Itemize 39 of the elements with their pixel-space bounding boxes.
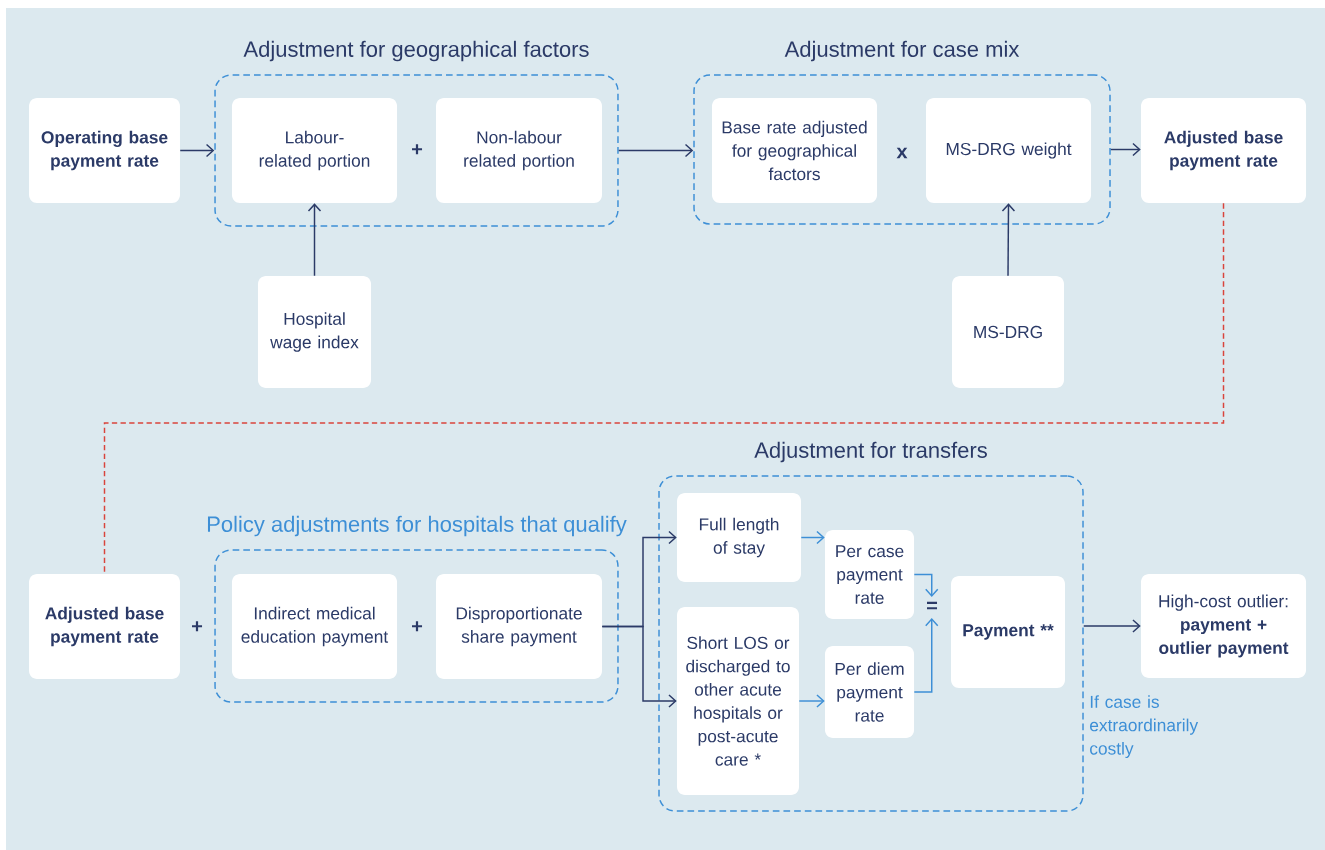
multiply-sign: x — [896, 147, 908, 159]
arrow — [617, 143, 694, 158]
arrow — [601, 625, 677, 708]
process-box: Payment ** — [951, 576, 1065, 688]
process-box: Disproportionate share payment — [436, 574, 602, 680]
process-box: Non-labour related portion — [436, 97, 602, 204]
process-box: High-cost outlier: payment + outlier payment — [1141, 574, 1307, 678]
equals-sign: = — [927, 601, 937, 610]
arrow — [1110, 142, 1141, 157]
arrow — [913, 618, 939, 693]
process-box: Per case payment rate — [825, 529, 915, 620]
connector-line — [103, 202, 1225, 575]
arrow — [913, 573, 939, 597]
note-text: If case is extraordinarily costly — [1090, 695, 1199, 759]
process-box: MS-DRG — [952, 276, 1064, 388]
arrow — [307, 203, 322, 277]
process-box: MS-DRG weight — [926, 97, 1092, 204]
arrow — [1001, 203, 1016, 277]
arrow — [179, 143, 215, 158]
process-box: Operating base payment rate — [29, 97, 180, 204]
process-box: Adjusted base payment rate — [29, 574, 180, 680]
plus-sign: + — [412, 621, 423, 632]
process-box: Adjusted base payment rate — [1141, 97, 1307, 204]
process-box: Full length of stay — [677, 493, 801, 583]
group-title: Policy adjustments for hospitals that qualify — [207, 515, 627, 537]
arrow — [798, 694, 825, 708]
process-box: Short LOS or discharged to other acute hospitals or post-acute care * — [677, 607, 799, 795]
plus-sign: + — [412, 144, 423, 155]
process-box: Labour- related portion — [231, 97, 398, 204]
group-title: Adjustment for transfers — [754, 441, 987, 463]
plus-sign: + — [192, 621, 203, 632]
process-box: Per diem payment rate — [825, 646, 915, 738]
process-box: Base rate adjusted for geographical factors — [712, 97, 878, 204]
group-title: Adjustment for geographical factors — [243, 40, 589, 62]
process-box: Indirect medical education payment — [231, 574, 398, 680]
arrow — [800, 530, 825, 545]
group-title: Adjustment for case mix — [784, 40, 1020, 62]
arrow — [1083, 619, 1141, 633]
process-box: Hospital wage index — [257, 276, 372, 388]
